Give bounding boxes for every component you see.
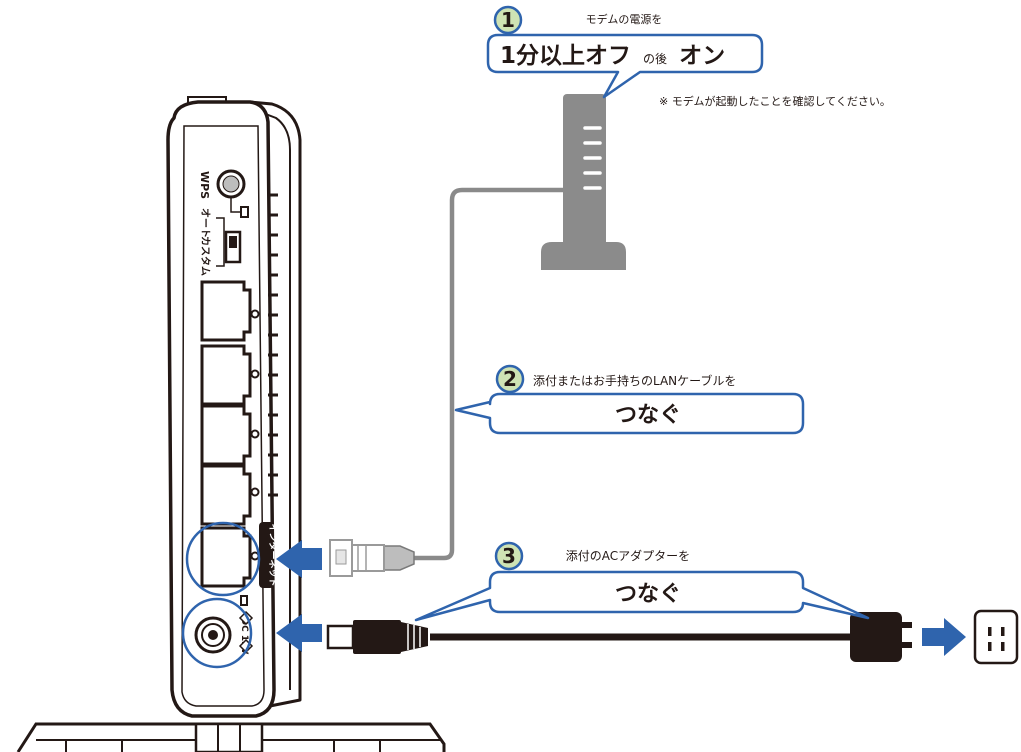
step2-caption: 添付またはお手持ちのLANケーブルを xyxy=(533,373,736,388)
step1-number: 1 xyxy=(501,8,515,32)
step1-main-part1: 1分以上オフ xyxy=(500,43,631,69)
mode-custom-label: カスタム xyxy=(199,236,211,276)
internet-port-highlight xyxy=(185,521,261,597)
step3-bubble xyxy=(414,570,870,622)
step1-main-part2: オン xyxy=(679,43,725,69)
dc-port-highlight xyxy=(181,597,253,669)
svg-text:1分以上オフ の後 オン: 1分以上オフ の後 オン xyxy=(500,43,725,69)
step2-main: つなぐ xyxy=(615,403,681,428)
ac-adapter xyxy=(850,612,912,662)
dc-power-port xyxy=(194,616,232,654)
dc-insert-arrow xyxy=(276,614,322,652)
wall-outlet-icon xyxy=(973,609,1019,665)
wps-button xyxy=(216,169,246,199)
step1-badge xyxy=(493,5,523,35)
step2-badge xyxy=(495,364,525,394)
mode-auto-label: オート xyxy=(199,208,211,238)
step3-number: 3 xyxy=(502,544,516,568)
step3-badge xyxy=(494,541,524,571)
lan-port-4 xyxy=(200,464,260,526)
lan-port-2 xyxy=(200,344,260,406)
router-unit: WPS カスタム オート xyxy=(16,96,446,752)
step2-callout: 2 添付またはお手持ちのLANケーブルを つなぐ xyxy=(454,364,805,435)
internet-port: インターネット xyxy=(200,522,279,588)
step3-caption: 添付のACアダプターを xyxy=(566,548,690,563)
power-led xyxy=(240,595,248,606)
internet-port-label: インターネット xyxy=(267,523,279,586)
step3-callout: 3 添付のACアダプターを つなぐ xyxy=(414,541,870,622)
step1-callout: 1 モデムの電源を 1分以上オフ の後 オン ※ モデムが起動したことを確認して… xyxy=(486,5,891,108)
lan-insert-arrow xyxy=(276,540,322,578)
step2-bubble xyxy=(454,392,805,435)
dc-port-label: DC 12V xyxy=(239,618,249,655)
wps-label: WPS xyxy=(198,171,211,199)
step1-caption: モデムの電源を xyxy=(586,12,663,26)
step1-note: ※ モデムが起動したことを確認してください。 xyxy=(659,94,891,108)
step1-bubble xyxy=(486,33,764,99)
router-stand xyxy=(16,722,446,752)
outlet-arrow xyxy=(922,618,966,656)
step1-main-small: の後 xyxy=(643,52,667,66)
step3-main: つなぐ xyxy=(615,582,681,607)
lan-cable-plug xyxy=(329,539,415,577)
dc-plug xyxy=(326,620,428,654)
mode-switch xyxy=(224,230,242,264)
wps-led xyxy=(240,206,249,218)
lan-port-1 xyxy=(200,280,260,342)
lan-port-3 xyxy=(200,404,260,466)
lan-cable xyxy=(414,187,563,561)
modem xyxy=(541,94,626,270)
step2-number: 2 xyxy=(503,367,517,391)
